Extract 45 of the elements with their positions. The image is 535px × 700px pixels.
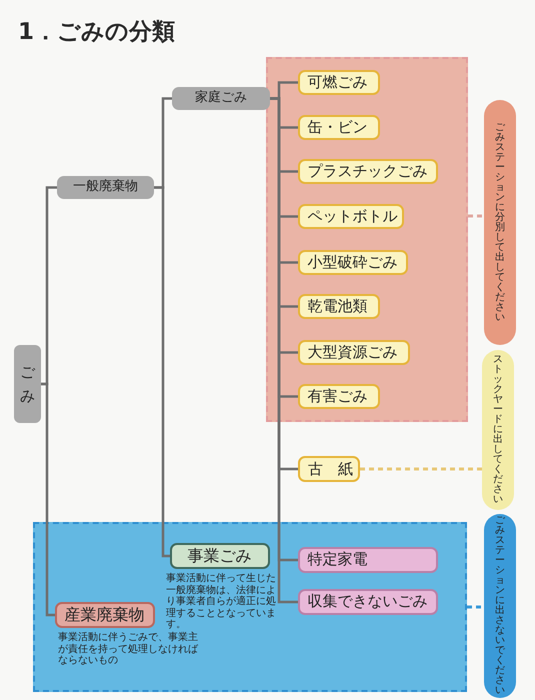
dashed-leader-line	[360, 468, 482, 470]
item-box	[298, 588, 438, 614]
description-text: 事業活動に伴うごみで、事業主が責任を持って処理しなければならないもの	[58, 632, 200, 666]
label-text: ごみステーションに分別して出してください	[495, 122, 505, 322]
page-title: 1．ごみの分類	[18, 18, 176, 47]
label-text: ごみステーションに出さないでください	[495, 516, 505, 696]
description-text: 事業活動に伴って生じた一般廃棄物は、法律により事業者自らが適正に処理することとなっています。	[166, 573, 277, 630]
item-box	[298, 340, 410, 364]
category-box	[57, 176, 154, 199]
label-text: 乾電池類	[308, 298, 368, 314]
item-box	[298, 158, 438, 184]
region-panel	[33, 522, 467, 692]
label-text: ごみ	[20, 362, 35, 407]
category-box	[54, 602, 154, 628]
item-box	[298, 250, 408, 274]
label-text: 古 紙	[308, 460, 353, 478]
item-box	[298, 294, 380, 318]
label-text: 産業廃棄物	[64, 606, 144, 624]
label-text: ストックヤードに出してください	[493, 355, 503, 505]
label-text: 有害ごみ	[308, 388, 368, 404]
dashed-leader-line	[467, 606, 484, 608]
label-text: 事業ごみ	[188, 546, 252, 564]
item-box	[298, 546, 438, 572]
label-text: 小型破砕ごみ	[308, 254, 398, 270]
label-text: ペットボトル	[308, 208, 398, 224]
item-box	[298, 456, 360, 482]
label-text: 缶・ビン	[308, 118, 368, 136]
label-text: 一般廃棄物	[73, 180, 138, 195]
label-text: 特定家電	[308, 551, 368, 568]
item-box	[298, 114, 380, 140]
label-text: 可燃ごみ	[308, 74, 368, 90]
category-box	[170, 542, 270, 568]
dashed-leader-line	[468, 214, 484, 218]
region-panel	[266, 57, 468, 422]
connector-line	[41, 382, 55, 616]
label-text: 収集できないごみ	[308, 593, 428, 610]
item-box	[298, 70, 380, 94]
connector-line	[154, 186, 170, 558]
item-box	[298, 204, 404, 228]
label-text: プラスチックごみ	[308, 162, 428, 180]
category-box	[14, 345, 41, 423]
item-box	[298, 384, 380, 408]
category-box	[172, 87, 270, 110]
label-text: 大型資源ごみ	[308, 344, 398, 360]
label-text: 家庭ごみ	[195, 91, 247, 106]
